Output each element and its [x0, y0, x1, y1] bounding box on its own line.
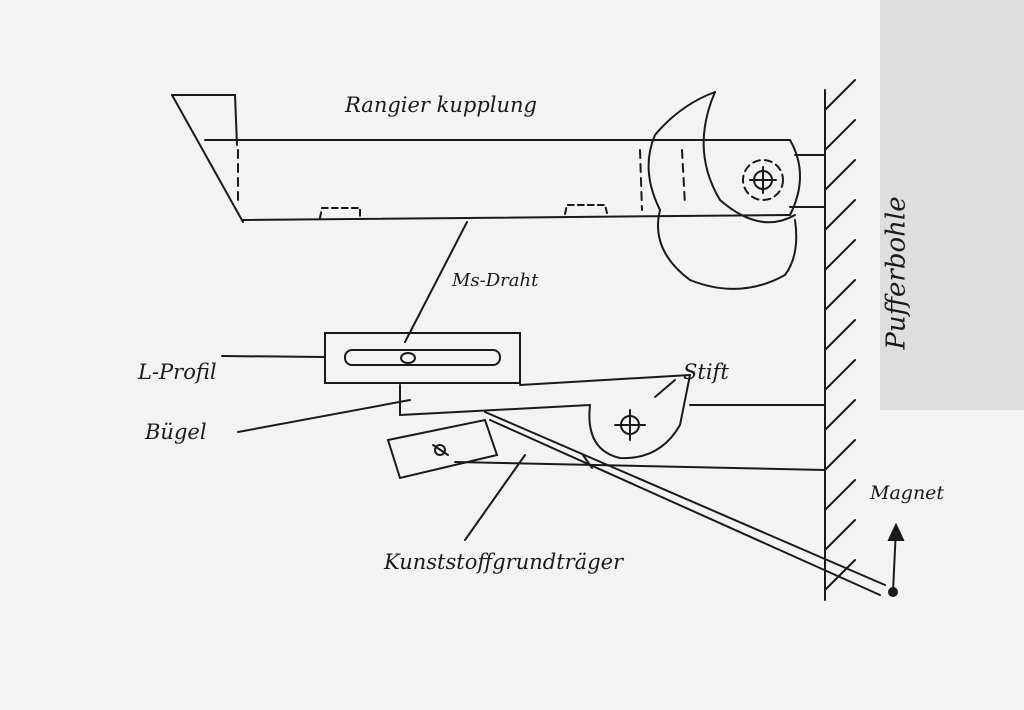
hatch-mark	[824, 559, 856, 591]
shunting-coupler	[171, 91, 826, 290]
buffer-beam-wall	[824, 79, 856, 601]
hatch-mark	[824, 399, 856, 431]
hatch-mark	[824, 519, 856, 551]
hatch-mark	[824, 199, 856, 231]
label-buffer-beam: Pufferbohle	[881, 196, 912, 350]
hatch-mark	[824, 119, 856, 151]
hatch-mark	[824, 239, 856, 271]
bracket	[399, 374, 826, 471]
magnet	[887, 522, 905, 597]
l-profile	[324, 332, 521, 384]
label-plastic-base: Kunststoffgrundträger	[384, 550, 624, 574]
label-brass-wire: Ms-Draht	[452, 270, 539, 291]
hatch-mark	[824, 279, 856, 311]
brass-wire	[404, 221, 468, 343]
label-l-profile: L-Profil	[138, 360, 217, 384]
label-magnet: Magnet	[870, 482, 945, 504]
plastic-base-block	[386, 418, 499, 480]
diagonal-rod	[484, 411, 886, 596]
hatch-mark	[824, 79, 856, 111]
scan-shadow	[880, 0, 1024, 410]
hatch-mark	[824, 159, 856, 191]
leader-lines	[221, 355, 676, 541]
hatch-mark	[824, 359, 856, 391]
label-pin: Stift	[683, 360, 729, 384]
hatch-mark	[824, 319, 856, 351]
label-bracket: Bügel	[145, 420, 207, 444]
label-shunting-coupler: Rangier kupplung	[345, 93, 537, 117]
hatch-mark	[824, 479, 856, 511]
hatch-mark	[824, 439, 856, 471]
